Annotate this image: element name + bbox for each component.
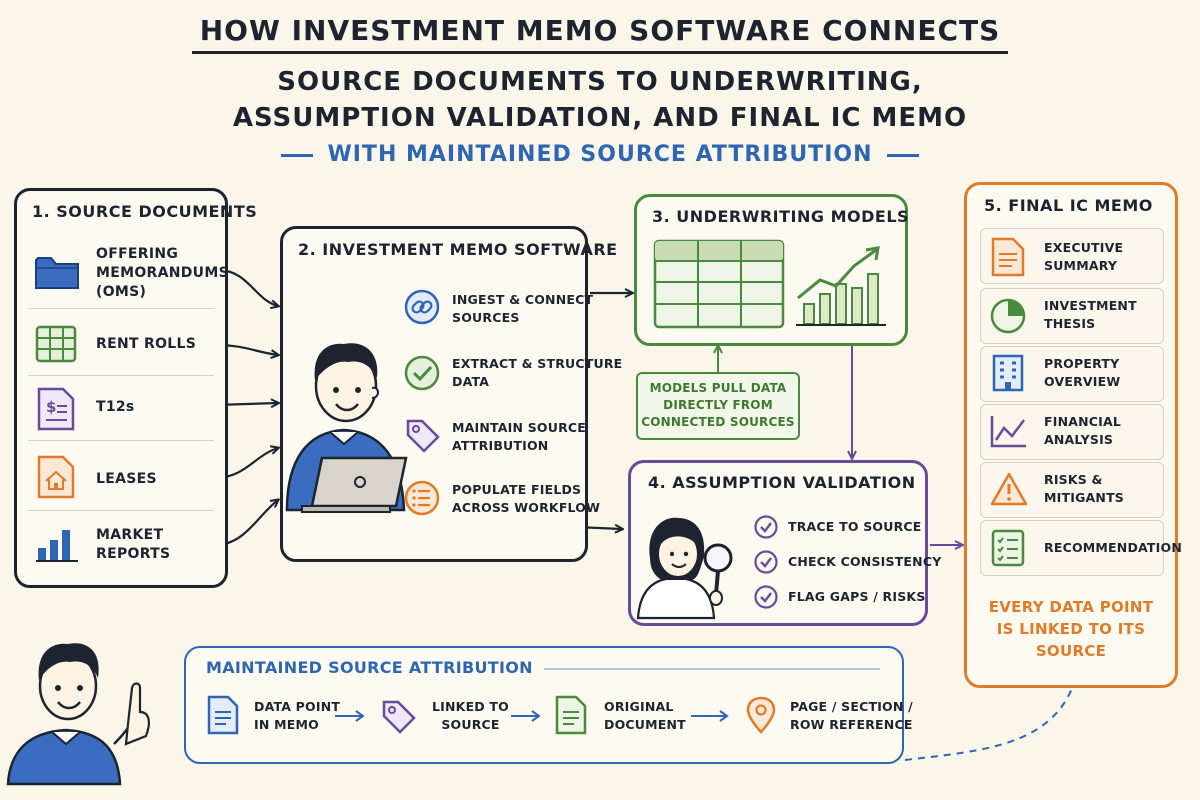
validation-title: 4. ASSUMPTION VALIDATION [648, 473, 916, 492]
pie-chart-icon [990, 298, 1026, 334]
tag-icon [406, 419, 440, 453]
source-item-rent-rolls: RENT ROLLS [96, 336, 197, 352]
title-subtitle: WITH MAINTAINED SOURCE ATTRIBUTION [0, 142, 1200, 167]
link-icon [404, 289, 440, 325]
tag-icon [382, 700, 416, 734]
arrow-right-icon [511, 710, 541, 722]
analyst-with-magnifier-illustration [636, 517, 733, 620]
attribution-title: MAINTAINED SOURCE ATTRIBUTION [206, 658, 533, 677]
underwriting-title: 3. UNDERWRITING MODELS [652, 207, 910, 226]
diagram-title: HOW INVESTMENT MEMO SOFTWARE CONNECTS SO… [0, 14, 1200, 167]
title-line-2: SOURCE DOCUMENTS TO UNDERWRITING, [277, 67, 923, 97]
spreadsheet-icon [35, 325, 77, 363]
source-item-t12s: T12s [96, 399, 135, 415]
source-documents-title: 1. SOURCE DOCUMENTS [32, 202, 258, 221]
building-icon [992, 354, 1024, 392]
svg-text:$: $ [46, 398, 56, 416]
source-item-leases: LEASES [96, 471, 157, 487]
attribution-step-reference: PAGE / SECTION /ROW REFERENCE [790, 699, 913, 732]
document-icon [207, 695, 239, 735]
location-pin-icon [746, 696, 776, 734]
arrow-right-icon [691, 710, 729, 722]
house-document-icon [37, 455, 75, 499]
spreadsheet-model-icon [653, 239, 785, 329]
arrow-right-icon [335, 710, 365, 722]
title-line-3: ASSUMPTION VALIDATION, AND FINAL IC MEMO [232, 103, 968, 133]
growth-chart-icon [796, 246, 886, 326]
validation-item-trace: TRACE TO SOURCE [788, 519, 922, 534]
memo-software-title: 2. INVESTMENT MEMO SOFTWARE [298, 240, 618, 259]
memo-section-card [980, 404, 1164, 460]
check-circle-icon [754, 585, 778, 609]
validation-item-consistency: CHECK CONSISTENCY [788, 554, 942, 569]
final-memo-title: 5. FINAL IC MEMO [984, 196, 1153, 215]
folder-icon [35, 257, 79, 289]
check-circle-icon [754, 550, 778, 574]
underwriting-note-box [636, 372, 800, 440]
checklist-icon [991, 529, 1025, 567]
warning-icon [990, 472, 1028, 506]
dollar-document-icon: $ [37, 387, 75, 431]
pointing-person-illustration [6, 643, 150, 786]
check-circle-icon [754, 515, 778, 539]
validation-item-gaps: FLAG GAPS / RISKS [788, 589, 926, 604]
document-icon [555, 695, 587, 735]
list-icon [404, 480, 440, 516]
subtitle-text: WITH MAINTAINED SOURCE ATTRIBUTION [327, 142, 873, 167]
memo-section-recommendation: RECOMMENDATION [1044, 540, 1182, 555]
line-chart-icon [990, 416, 1026, 448]
attribution-panel [184, 646, 904, 764]
title-line-1: HOW INVESTMENT MEMO SOFTWARE CONNECTS [191, 14, 1009, 54]
memo-section-risks: RISKS &MITIGANTS [1044, 472, 1124, 505]
check-circle-icon [404, 355, 440, 391]
bar-chart-icon [36, 530, 78, 562]
document-icon [991, 237, 1025, 277]
attribution-to-memo-dashed-arrow [904, 670, 1078, 761]
laptop-icon [301, 456, 408, 513]
